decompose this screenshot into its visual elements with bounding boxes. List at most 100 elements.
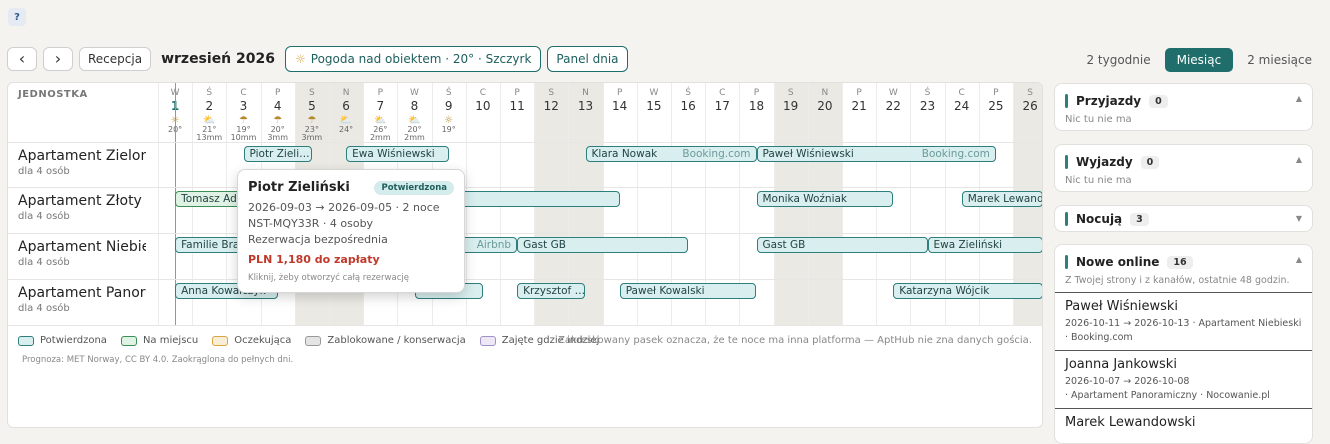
view-two-weeks[interactable]: 2 tygodnie <box>1086 53 1151 67</box>
unit-column-header: JEDNOSTKA <box>18 89 88 100</box>
booking-guest: Marek Lewandowski <box>967 193 1043 205</box>
online-booking-source: · Apartament Panoramiczny · Nocowanie.pl <box>1065 390 1270 401</box>
chevron-right-icon: › <box>54 49 62 68</box>
booking-guest: Monika Woźniak <box>762 193 848 205</box>
chevron-up-icon[interactable]: ▲ <box>1295 255 1302 264</box>
weekday-label: W <box>649 88 659 98</box>
view-two-months[interactable]: 2 miesiące <box>1247 53 1312 67</box>
booking-bar[interactable]: Ewa Zieliński <box>927 237 1042 253</box>
next-month-button[interactable]: › <box>43 47 73 71</box>
unit-row[interactable]: Apartament Niebieskidla 4 osób <box>18 239 146 268</box>
booking-bar[interactable]: Paweł Kowalski <box>619 283 757 299</box>
day-number: 13 <box>577 99 594 113</box>
online-booking-item[interactable]: Marek Lewandowski <box>1055 408 1312 439</box>
day-number: 12 <box>543 99 559 113</box>
departures-count: 0 <box>1140 155 1160 169</box>
booking-guest: Gast GB <box>762 239 806 251</box>
booking-bar[interactable]: Gast GB <box>517 237 689 253</box>
booking-bar[interactable]: Marek Lewandowski <box>961 191 1043 207</box>
online-guest-name: Paweł Wiśniewski <box>1065 299 1179 314</box>
booking-bar[interactable]: Gast GB <box>756 237 928 253</box>
booking-bar[interactable]: Piotr Zieli… <box>243 146 312 162</box>
online-guest-name: Joanna Jankowski <box>1065 357 1177 372</box>
day-panel-button[interactable]: Panel dnia <box>547 46 628 72</box>
booking-bar[interactable]: Ewa Wiśniewski <box>346 146 449 162</box>
reception-button[interactable]: Recepcja <box>79 47 152 71</box>
online-guest-name: Marek Lewandowski <box>1065 415 1196 430</box>
booking-tooltip[interactable]: Piotr Zieliński Potwierdzona 2026-09-03 … <box>237 169 465 293</box>
weekday-label: Ś <box>924 88 931 98</box>
day-number: 24 <box>954 99 970 113</box>
unit-name: Apartament Niebieski <box>18 239 146 255</box>
day-number: 26 <box>1022 99 1038 113</box>
booking-bar[interactable]: Tomasz Adam… <box>175 191 244 207</box>
view-month[interactable]: Miesiąc <box>1164 48 1234 72</box>
prev-month-button[interactable]: ‹ <box>7 47 37 71</box>
weekday-label: S <box>787 88 794 98</box>
tooltip-amount-due: PLN 1,180 do zapłaty <box>248 253 380 266</box>
weather-button[interactable]: ☼ Pogoda nad obiektem · 20° · Szczyrk <box>285 46 542 72</box>
booking-bar[interactable]: Monika Woźniak <box>756 191 894 207</box>
chevron-up-icon[interactable]: ▲ <box>1295 94 1302 103</box>
rainfall: 2mm <box>369 133 391 142</box>
booking-bar[interactable]: Katarzyna Wójcik <box>893 283 1042 299</box>
booking-bar[interactable]: Krzysztof … <box>517 283 586 299</box>
temperature: 19° <box>236 125 251 134</box>
day-number: 19 <box>783 99 799 113</box>
day-number: 9 <box>444 99 453 113</box>
booking-source: Booking.com <box>921 148 990 160</box>
chevron-down-icon[interactable]: ▼ <box>1295 214 1302 223</box>
unit-row[interactable]: Apartament Panoramicznydla 4 osób <box>18 285 146 314</box>
chevron-up-icon[interactable]: ▲ <box>1295 155 1302 164</box>
weekday-label: C <box>240 88 247 98</box>
tooltip-reference: NST-MQY33R · 4 osoby <box>248 217 374 230</box>
day-number: 23 <box>919 99 936 113</box>
weekday-label: C <box>958 88 965 98</box>
arrivals-empty: Nic tu nie ma <box>1065 114 1132 125</box>
weekday-label: W <box>888 88 898 98</box>
weather-icon: ☂ <box>273 115 283 126</box>
help-button[interactable]: ? <box>8 8 26 26</box>
weekday-label: N <box>582 88 589 98</box>
weekday-label: Ś <box>206 88 213 98</box>
row-separator <box>8 187 1042 188</box>
booking-guest: Ewa Zieliński <box>933 239 1003 251</box>
legend-item: Potwierdzona <box>18 335 107 346</box>
staying-count: 3 <box>1130 212 1149 226</box>
